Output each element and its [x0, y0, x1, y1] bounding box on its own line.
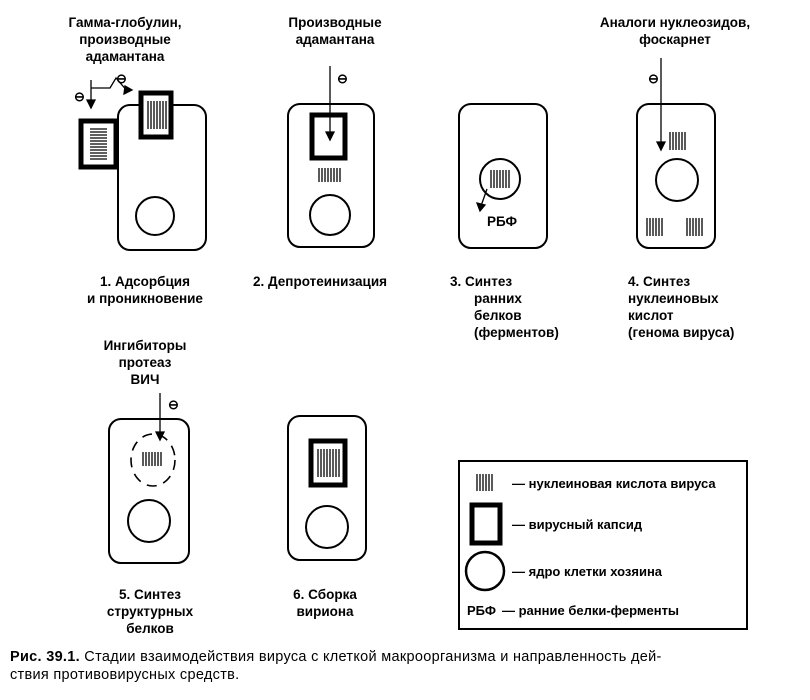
stage2-drug-label: Производные адамантана: [265, 14, 405, 48]
stage4-drug-line: фоскарнет: [639, 32, 711, 47]
stage3-nucleic-acid-in-nucleus: [490, 170, 510, 188]
stage1-drug-label: Гамма-глобулин, производные адамантана: [55, 14, 195, 65]
legend-rbf-abbr: РБФ: [467, 603, 496, 618]
stage6-stage-label: 6. Сборка вириона: [270, 586, 380, 620]
stage4-stage-line: нуклеиновых: [628, 291, 719, 306]
stage1-virus-outside: [78, 118, 119, 170]
stage5-drug-line: Ингибиторы: [103, 338, 187, 353]
stage5-host-nucleus: [127, 499, 171, 543]
stage5-stage-line: белков: [126, 621, 174, 636]
stage3-stage-line: белков: [474, 308, 522, 323]
stage2-drug-line: Производные: [288, 15, 382, 30]
stage4-stage-line: (генома вируса): [628, 325, 735, 340]
stage5-stage-label: 5. Синтез структурных белков: [90, 586, 210, 637]
stage1-stage-line: 1. Адсорбция: [100, 274, 190, 289]
stage4-stage-line: 4. Синтез: [628, 274, 691, 289]
stage5-dashed-capsid: [130, 433, 176, 487]
stage1-drug-line: производные: [79, 32, 171, 47]
stage2-drug-line: адамантана: [295, 32, 375, 47]
stage1-inhibit-arrow: [85, 76, 134, 110]
stage5-nucleic-acid: [142, 452, 162, 466]
figure-caption: Рис. 39.1. Стадии взаимодействия вируса …: [10, 648, 805, 684]
stage5-stage-line: структурных: [106, 604, 194, 619]
stage4-nucleic-acid-top: [669, 132, 686, 150]
stage5-inhibit-arrow: [154, 393, 166, 442]
stage1-host-nucleus: [135, 196, 175, 236]
legend-rbf-text: — ранние белки-ферменты: [502, 603, 680, 618]
legend-nucleus-text: — ядро клетки хозяина: [512, 564, 663, 579]
legend-nucleus-icon: [464, 550, 506, 592]
stage3-stage-line: 3. Синтез: [450, 274, 513, 289]
stage5-stage-line: 5. Синтез: [118, 587, 182, 602]
stage2-released-nucleic-acid: [318, 168, 341, 182]
legend-nucleic-acid-icon: [476, 474, 493, 491]
stage6-stage-line: вириона: [296, 604, 354, 619]
stage5-drug-line: ВИЧ: [130, 372, 160, 387]
stage6-assembled-virion: [308, 438, 348, 488]
stage3-rbf-arrow: [475, 188, 488, 213]
stage1-stage-label: 1. Адсорбция и проникновение: [70, 273, 220, 307]
stage2-stage-line: 2. Депротеинизация: [253, 274, 387, 289]
stage3-stage-label: 3. Синтез ранних белков (ферментов): [438, 273, 578, 341]
stage4-nucleic-acid-left: [646, 218, 663, 236]
stage5-drug-label: Ингибиторы протеаз ВИЧ: [90, 337, 200, 388]
legend-box: [458, 460, 748, 630]
stage3-stage-line: ранних: [474, 291, 522, 306]
stage4-minus-symbol: ⊖: [648, 71, 659, 86]
stage6-stage-line: 6. Сборка: [293, 587, 357, 602]
stage4-nucleic-acid-right: [686, 218, 703, 236]
stage2-host-nucleus: [309, 194, 351, 236]
stage4-stage-label: 4. Синтез нуклеиновых кислот (генома вир…: [628, 273, 778, 341]
stage1-virus-entering: [138, 90, 174, 140]
stage1-drug-line: адамантана: [85, 49, 165, 64]
stage3-rbf-label: РБФ: [486, 214, 518, 229]
stage1-minus-symbol-left: ⊖: [74, 89, 85, 104]
legend-capsid-text: — вирусный капсид: [512, 517, 643, 532]
stage4-drug-label: Аналоги нуклеозидов, фоскарнет: [585, 14, 765, 48]
stage4-drug-line: Аналоги нуклеозидов,: [599, 15, 751, 30]
legend-nucleic-acid-text: — нуклеиновая кислота вируса: [512, 476, 716, 491]
stage4-inhibit-arrow: [655, 58, 667, 152]
stage4-host-nucleus: [655, 158, 699, 202]
legend-capsid-icon: [469, 502, 503, 546]
stage1-minus-symbol-right: ⊖: [116, 71, 127, 86]
stage2-stage-label: 2. Депротеинизация: [240, 273, 400, 290]
stage1-stage-line: и проникновение: [87, 291, 203, 306]
stage1-drug-line: Гамма-глобулин,: [68, 15, 182, 30]
stage5-drug-line: протеаз: [118, 355, 172, 370]
caption-line-2: ствия противовирусных средств.: [10, 667, 240, 683]
stage2-minus-symbol: ⊖: [337, 71, 348, 86]
caption-line-1: Стадии взаимодействия вируса с клеткой м…: [79, 649, 662, 665]
stage6-host-nucleus: [305, 505, 349, 549]
figure-number: Рис. 39.1.: [10, 649, 80, 665]
stage3-stage-line: (ферментов): [474, 325, 559, 340]
stage5-minus-symbol: ⊖: [168, 397, 179, 412]
stage2-inhibit-arrow: [324, 66, 336, 142]
stage4-stage-line: кислот: [628, 308, 674, 323]
